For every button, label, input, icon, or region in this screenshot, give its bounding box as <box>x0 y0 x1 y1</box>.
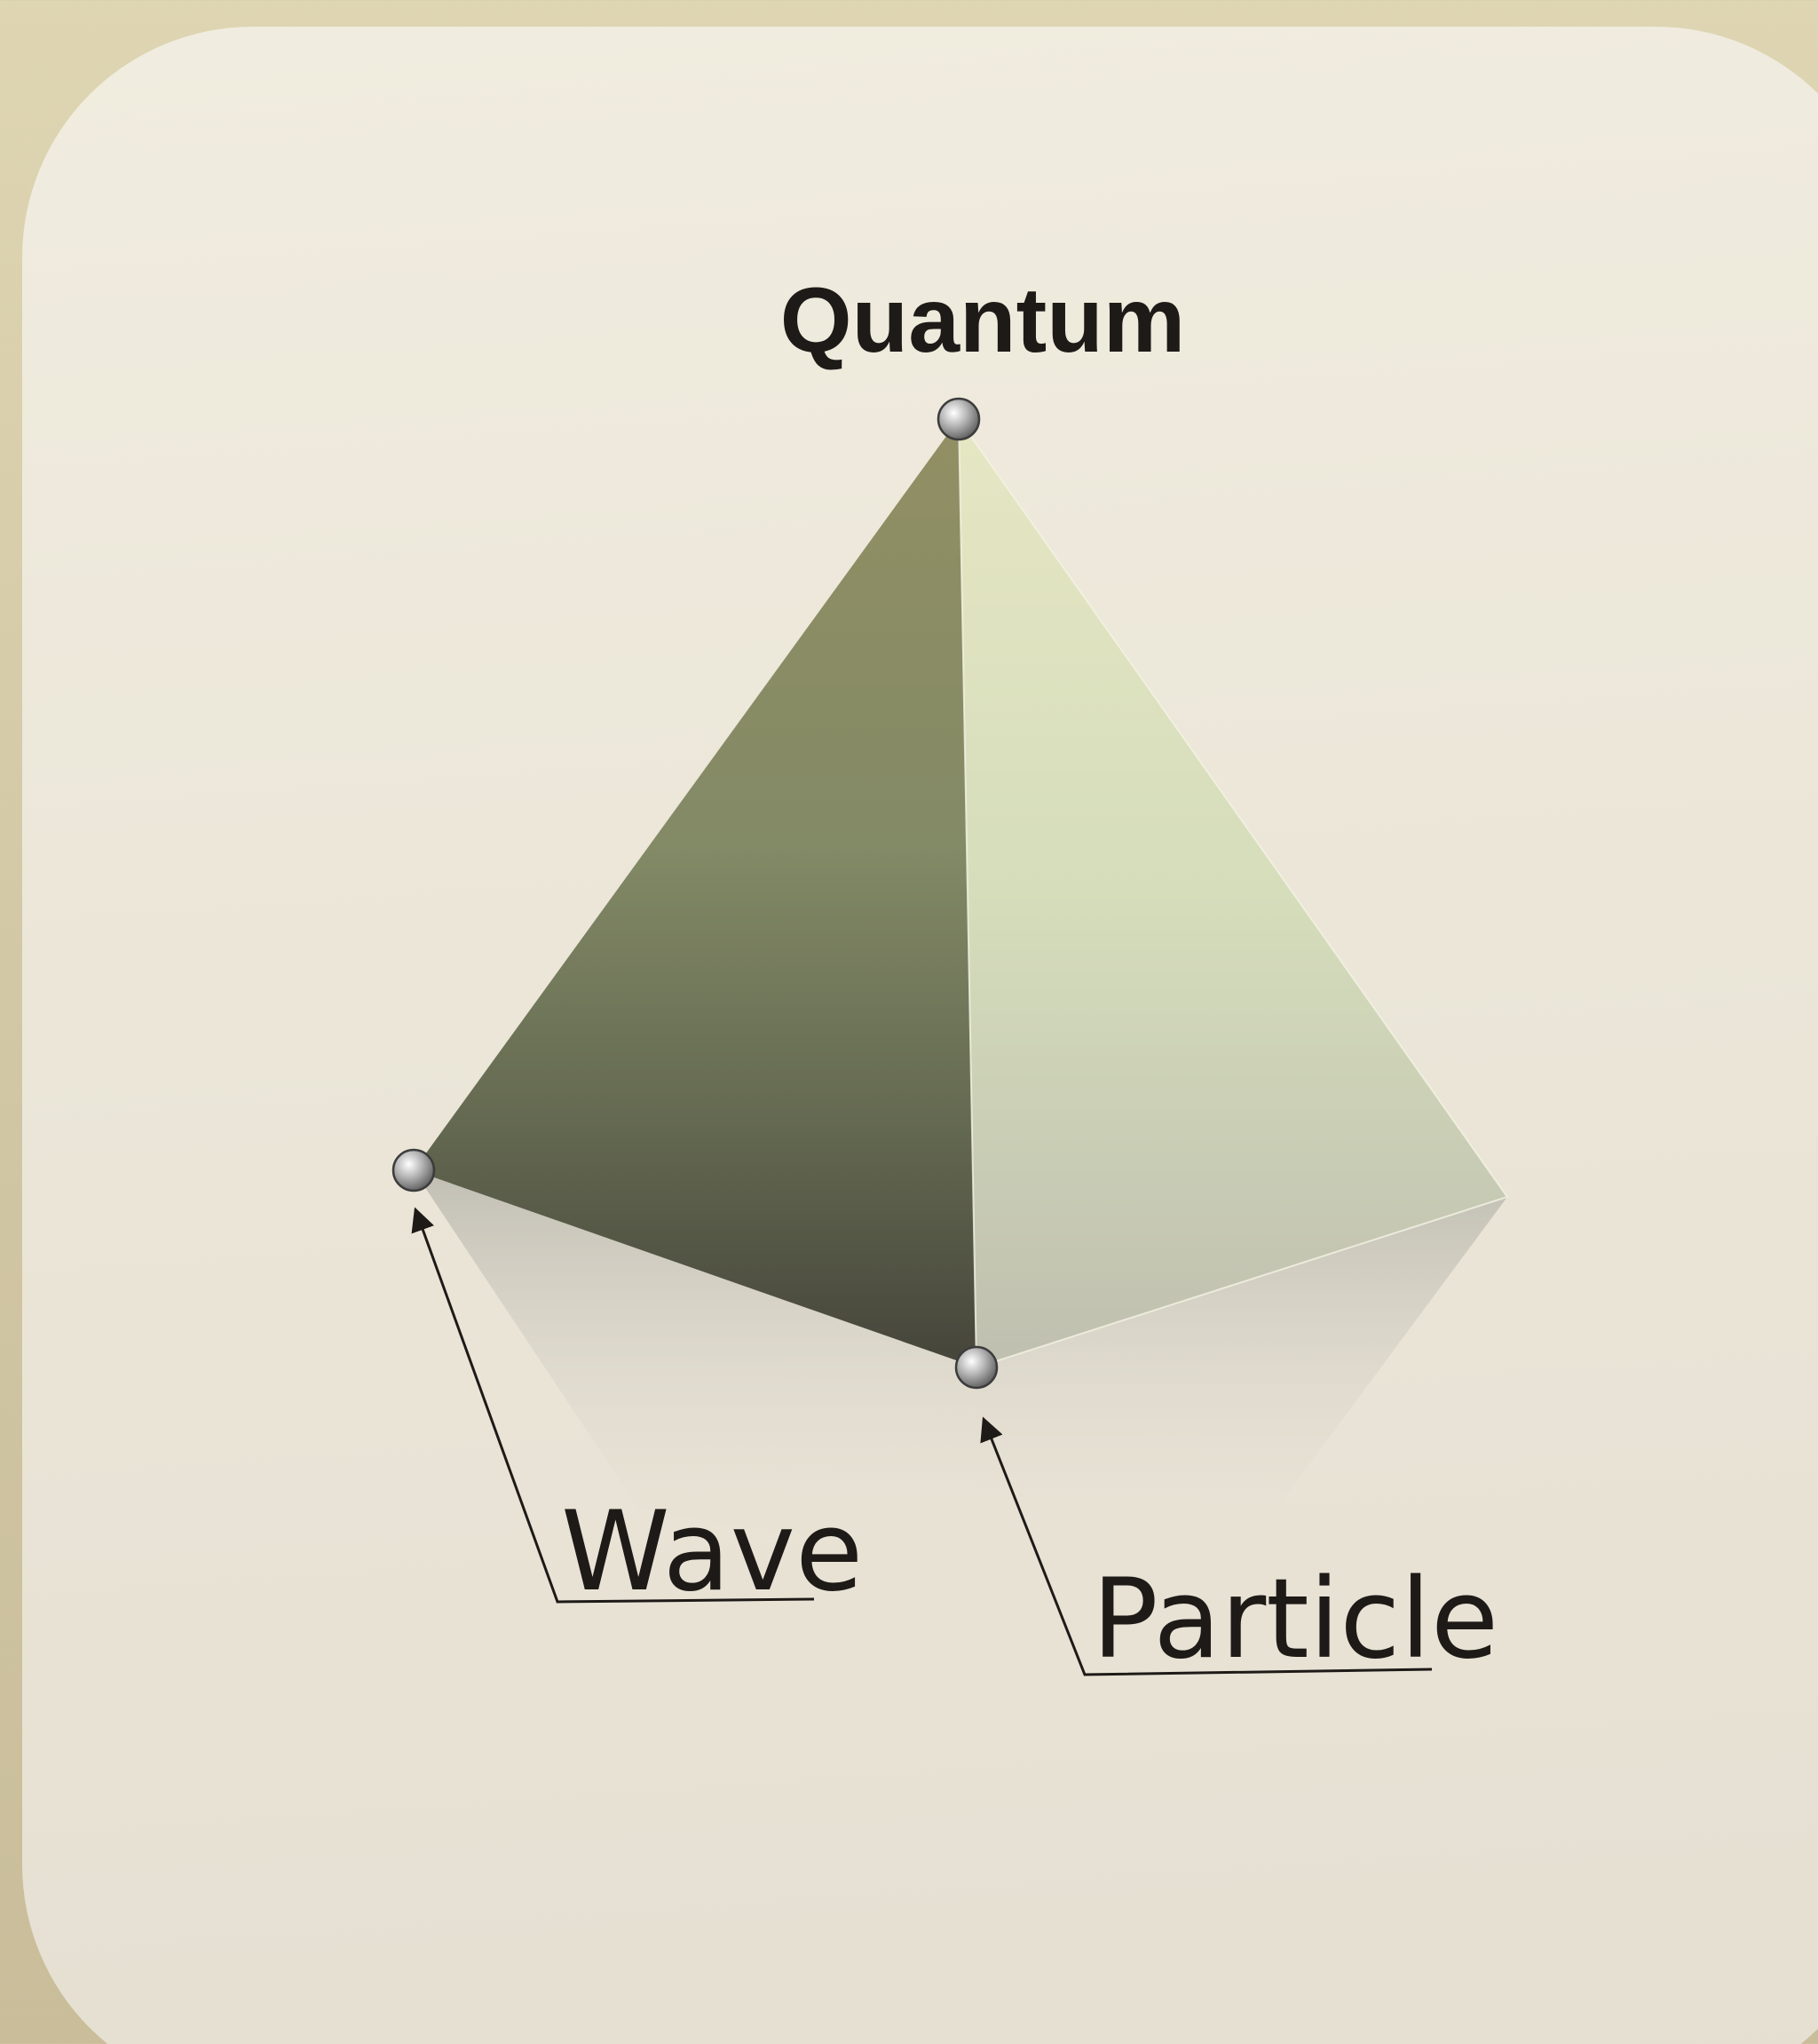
particle-arrow <box>980 1416 1433 1676</box>
vertex-particle <box>954 1345 999 1390</box>
vertex-wave <box>391 1148 436 1192</box>
edge-highlights <box>958 418 1509 1369</box>
wave-arrow <box>411 1207 815 1604</box>
label-wave: Wave <box>561 1488 863 1616</box>
left-face <box>414 419 976 1367</box>
lower-right-shadow-face <box>969 1197 1507 1563</box>
title-quantum: Quantum <box>780 269 1185 372</box>
label-particle: Particle <box>1092 1556 1498 1684</box>
right-face <box>959 419 1507 1367</box>
lower-left-shadow-face <box>414 1170 976 1563</box>
vertex-quantum <box>937 397 981 441</box>
